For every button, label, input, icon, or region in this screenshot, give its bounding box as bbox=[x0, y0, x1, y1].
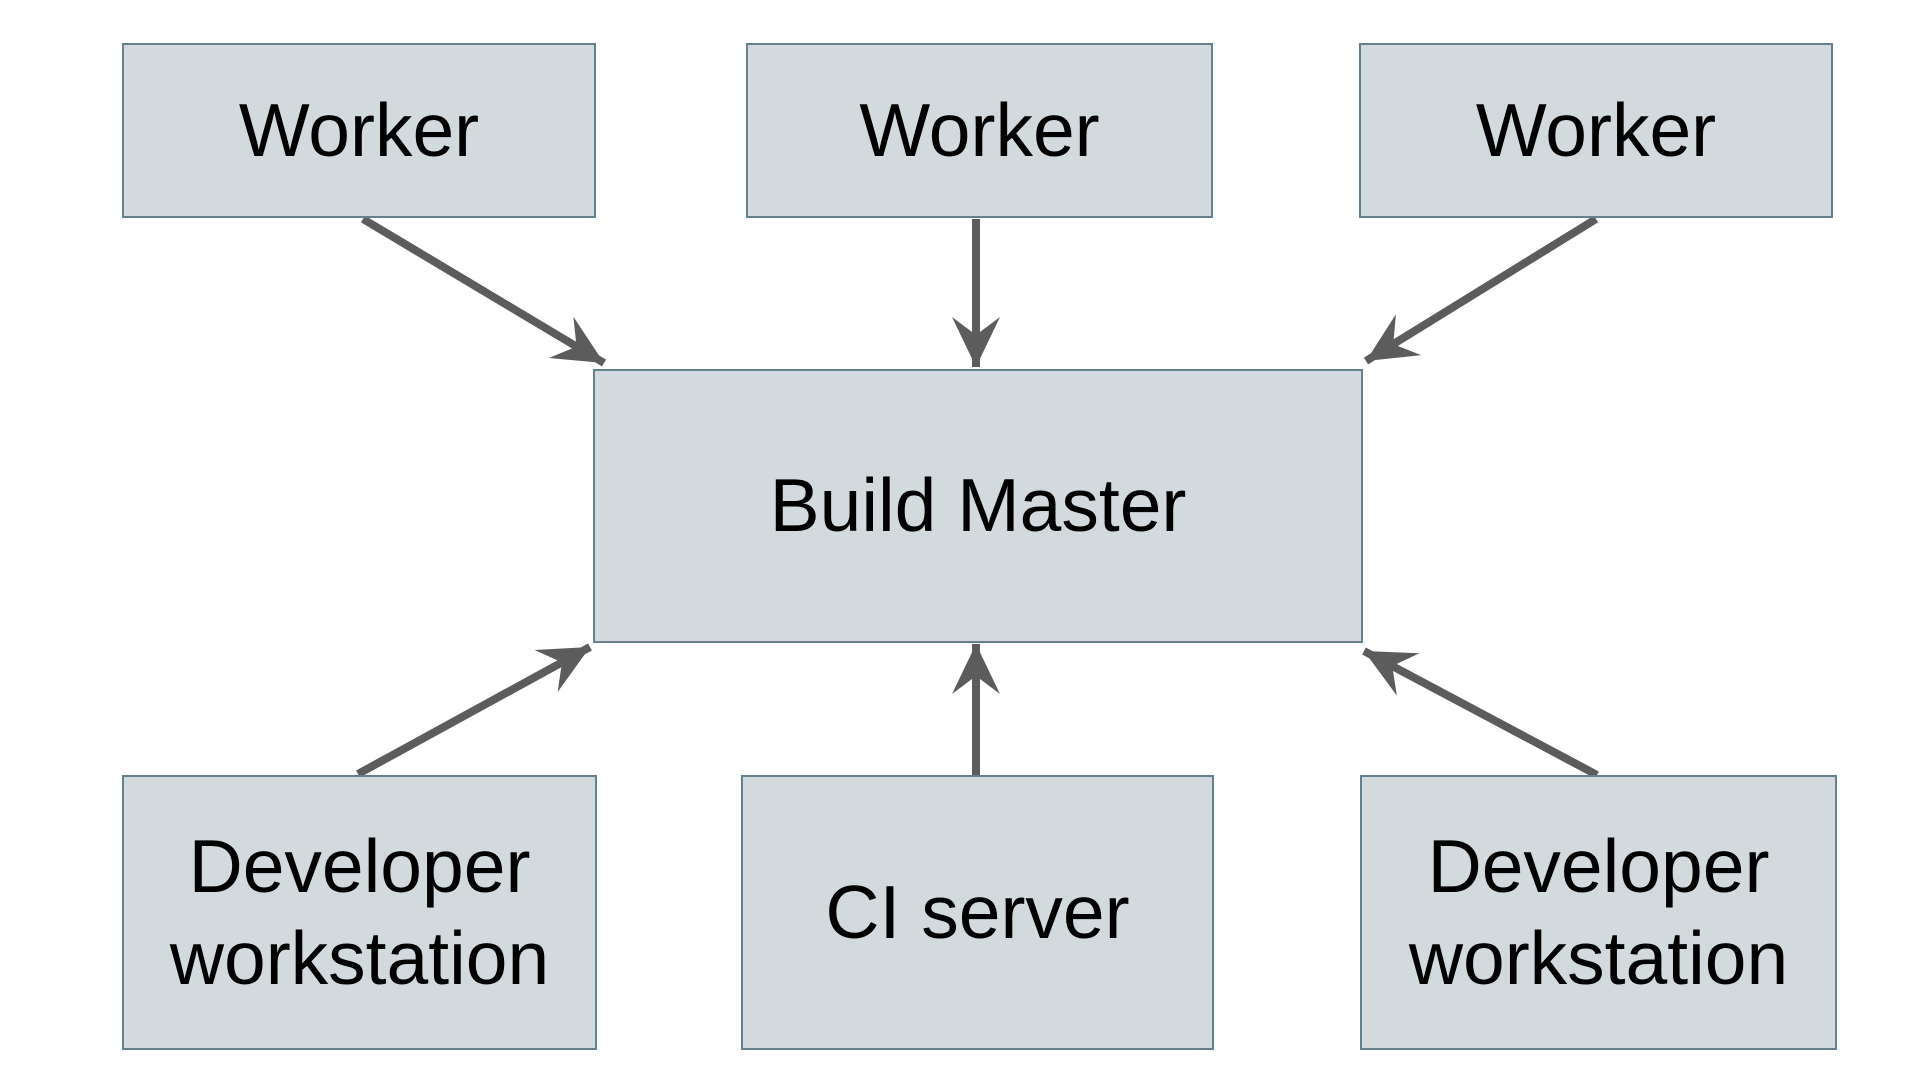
arrow-worker-right-to-build-master bbox=[1363, 215, 1599, 365]
node-label: Worker bbox=[1475, 87, 1717, 172]
node-worker-right: Worker bbox=[1359, 43, 1833, 218]
arrow-worker-left-to-build-master bbox=[360, 215, 607, 367]
arrow-dev-workstation-left-to-build-master bbox=[356, 643, 592, 778]
node-label: CI server bbox=[825, 869, 1130, 954]
node-label: Worker bbox=[859, 87, 1100, 172]
node-label: Developer workstation bbox=[169, 824, 550, 1000]
node-label: Developer workstation bbox=[1408, 824, 1789, 1000]
node-worker-left: Worker bbox=[122, 43, 596, 218]
arrow-dev-workstation-right-to-build-master bbox=[1362, 647, 1599, 779]
node-dev-workstation-left: Developer workstation bbox=[122, 775, 597, 1050]
node-label: Worker bbox=[238, 87, 480, 172]
node-ci-server: CI server bbox=[741, 775, 1214, 1050]
node-worker-center: Worker bbox=[746, 43, 1213, 218]
node-dev-workstation-right: Developer workstation bbox=[1360, 775, 1837, 1050]
node-build-master: Build Master bbox=[593, 369, 1363, 643]
node-label: Build Master bbox=[769, 463, 1187, 548]
